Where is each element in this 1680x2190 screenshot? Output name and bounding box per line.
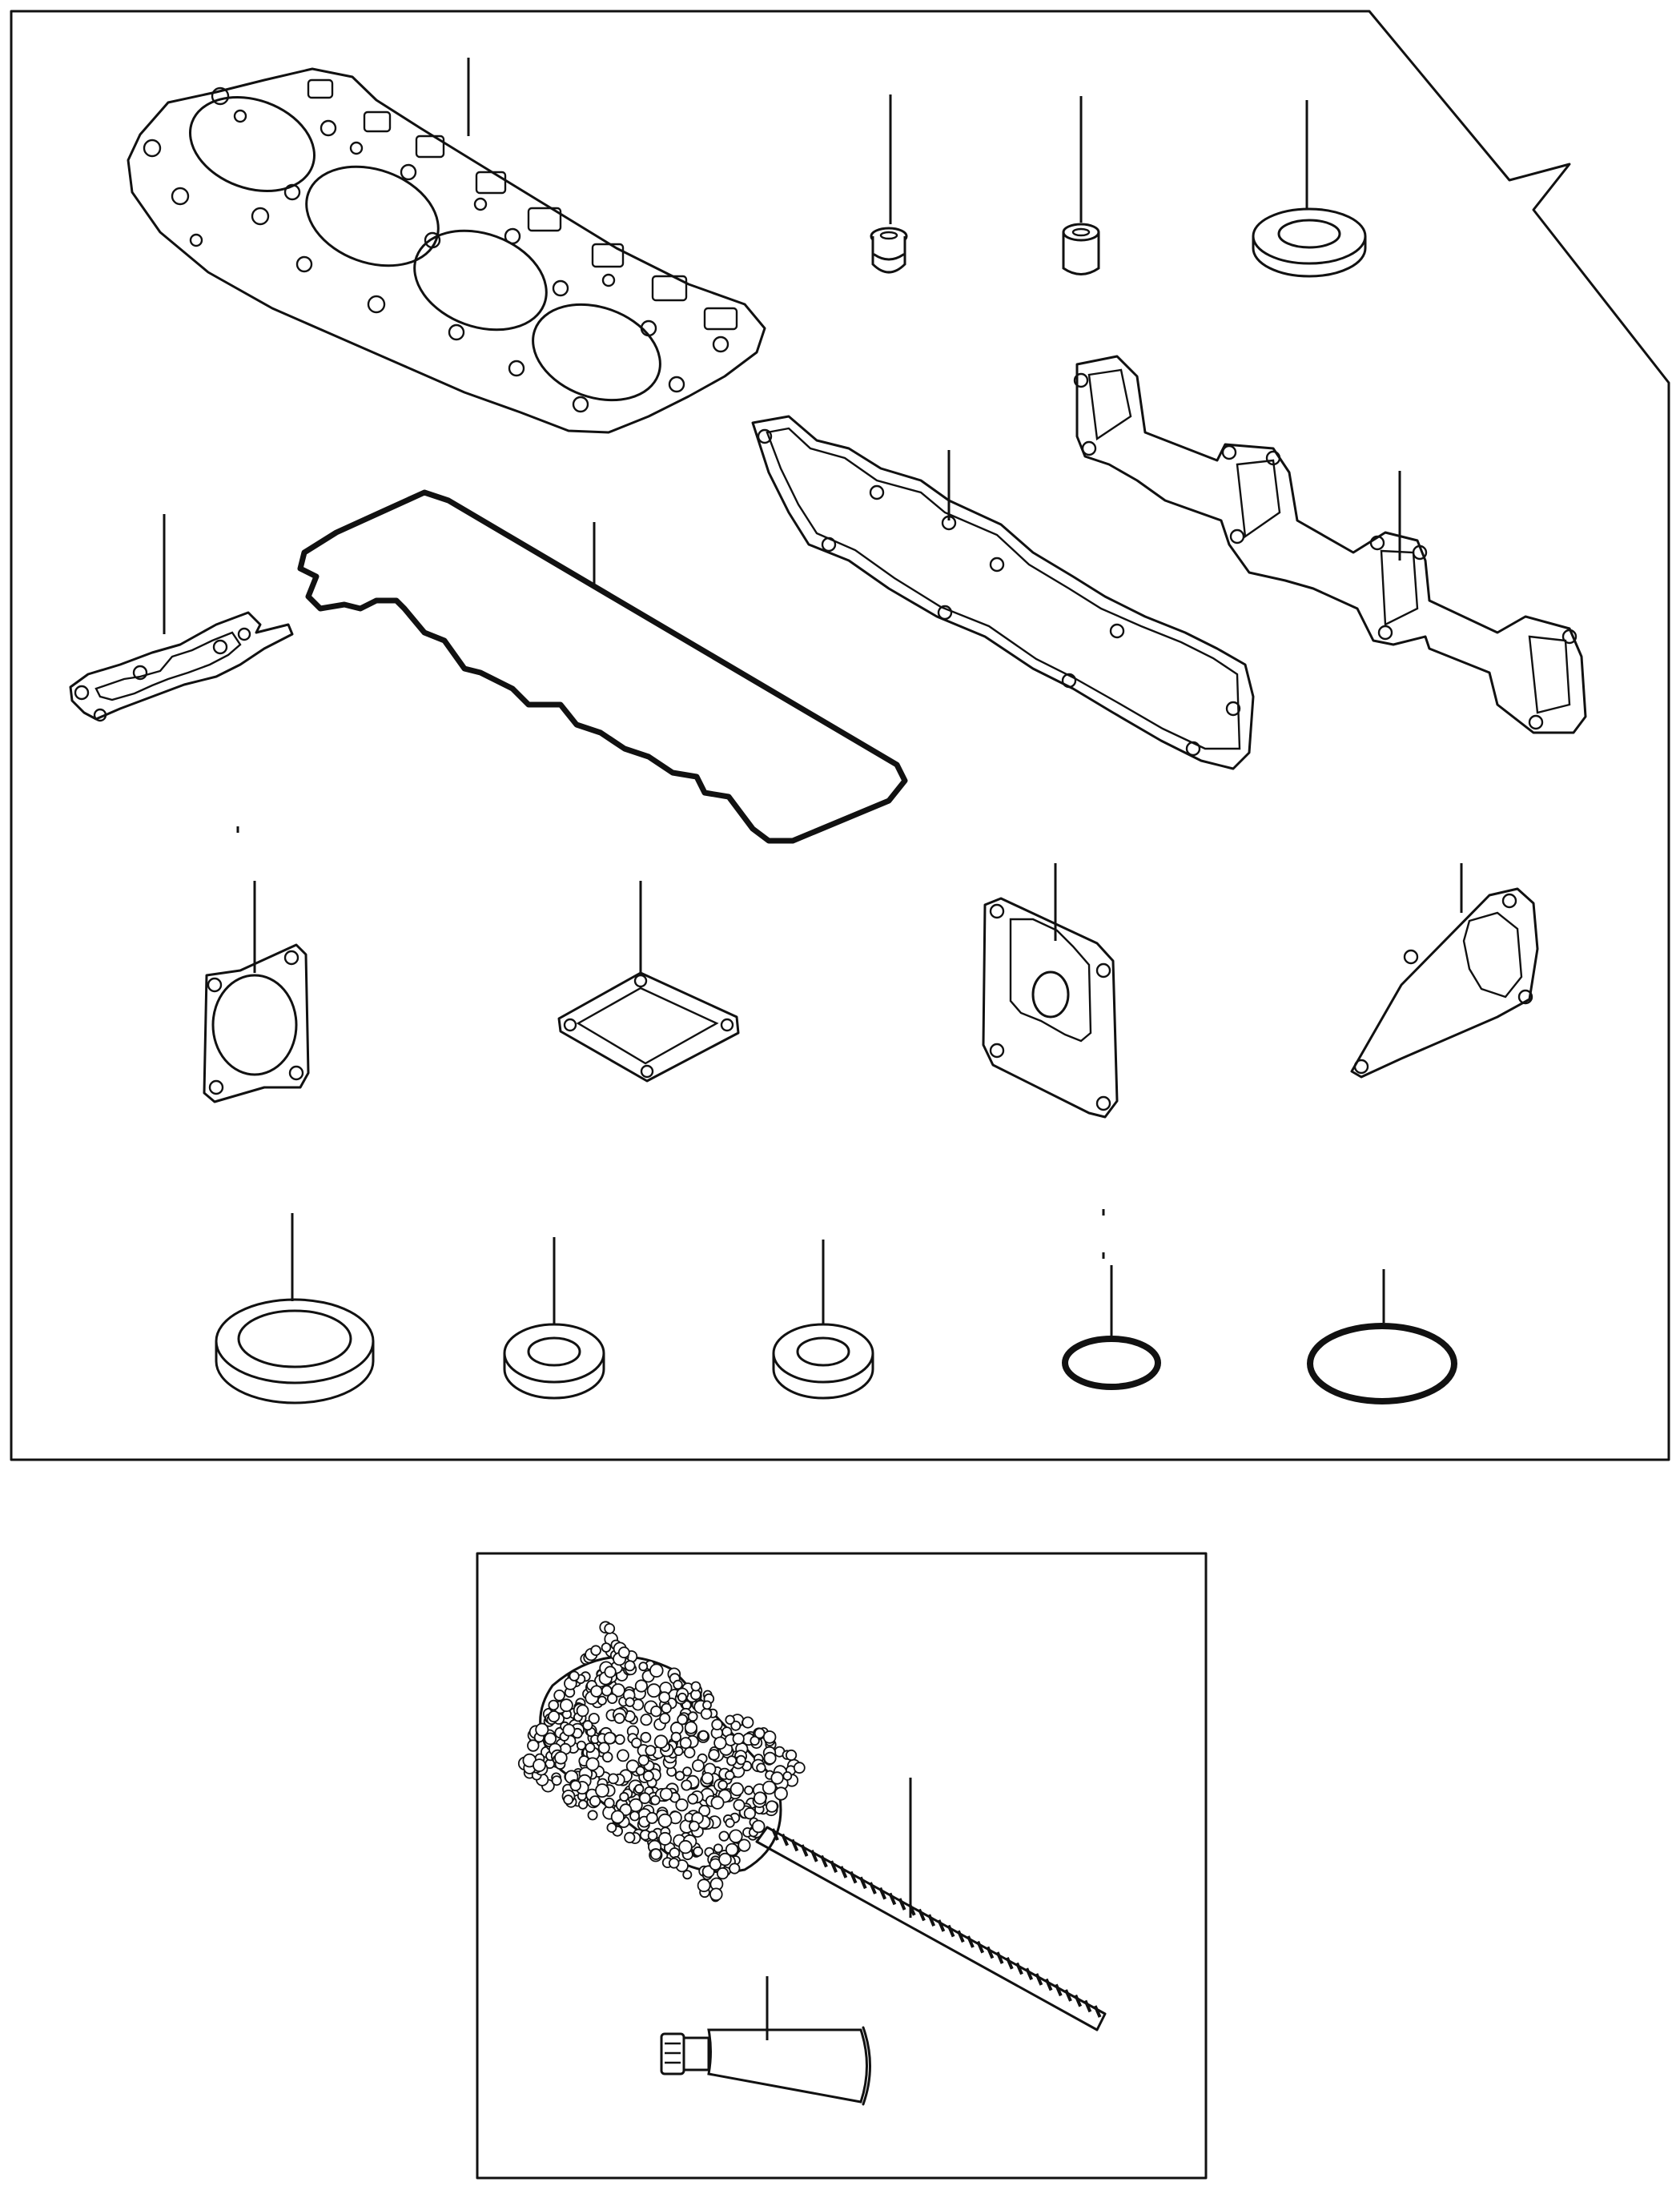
washer-icon xyxy=(215,1298,375,1404)
flat-washer-medium xyxy=(503,1237,605,1400)
cover-gasket-icon xyxy=(297,489,908,844)
plate-gasket-icon xyxy=(69,611,294,722)
brush-icon xyxy=(517,1621,1107,2031)
thermostat-gasket xyxy=(203,881,310,1103)
washer-icon xyxy=(1252,207,1367,278)
pump-gasket-icon xyxy=(1350,887,1539,1079)
o-ring-icon xyxy=(1062,1336,1161,1390)
o-ring-large xyxy=(1307,1269,1457,1404)
head-gasket-icon xyxy=(127,67,766,434)
cleaning-brush xyxy=(517,1621,1107,2031)
manifold-gasket-icon xyxy=(751,415,1255,770)
small-plate-gasket xyxy=(69,514,294,722)
flat-washer-large xyxy=(215,1213,375,1404)
manifold-gasket-icon xyxy=(1073,355,1587,734)
o-ring-icon xyxy=(1307,1323,1457,1404)
sleeve-bushing xyxy=(1062,96,1100,275)
square-gasket-icon xyxy=(203,943,310,1103)
cylinder-head-gasket xyxy=(127,58,766,434)
o-ring-small xyxy=(1062,1265,1161,1390)
intake-manifold-gasket xyxy=(751,415,1255,770)
valve-cover-gasket xyxy=(297,489,908,844)
square-gasket-icon xyxy=(982,897,1119,1119)
washer-icon xyxy=(503,1323,605,1400)
valve-stem-seal xyxy=(870,94,908,274)
washer-icon xyxy=(772,1323,874,1400)
exhaust-manifold-gasket xyxy=(1073,355,1587,734)
cover-plate-gasket xyxy=(557,881,740,1083)
sealing-washer-large xyxy=(1252,100,1367,278)
gasket-kit-panel xyxy=(10,10,1670,1461)
water-outlet-gasket xyxy=(982,863,1119,1119)
sealant-tube xyxy=(660,1976,871,2106)
cleaning-tools-panel xyxy=(476,1552,1208,2180)
square-gasket-icon xyxy=(557,971,740,1083)
tube-icon xyxy=(660,2026,871,2106)
flat-washer-medium-2 xyxy=(772,1240,874,1400)
valve-stem-seal-icon xyxy=(870,227,908,274)
bushing-icon xyxy=(1062,223,1100,275)
water-pump-gasket xyxy=(1350,863,1539,1079)
